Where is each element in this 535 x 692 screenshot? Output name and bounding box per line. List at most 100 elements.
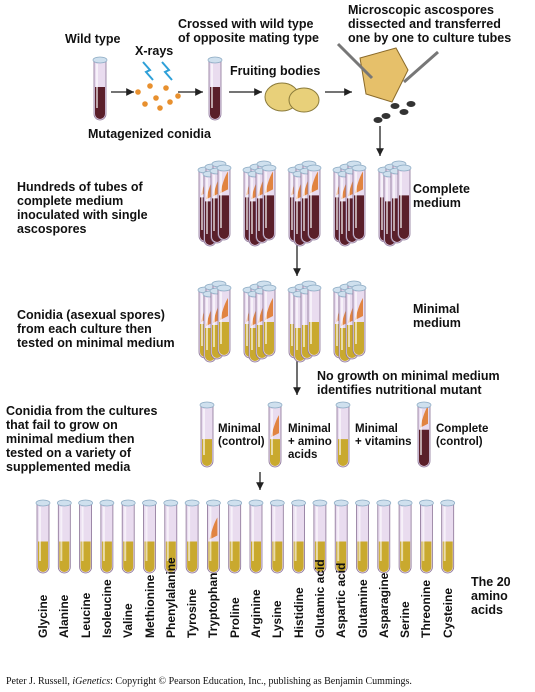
label-conidia-asexual: Conidia (asexual spores) from each cultu… — [17, 308, 175, 350]
label-minimal-medium: Minimal medium — [413, 302, 461, 330]
amino-acid-name: Asparagine — [376, 572, 391, 638]
amino-acid-tube — [312, 499, 328, 574]
label-minimal-amino: Minimal + amino acids — [288, 423, 332, 461]
ascospore — [399, 109, 409, 115]
ascospore — [373, 117, 383, 123]
amino-acid-label: Aspartic acid — [334, 563, 350, 652]
dissecting-needle — [336, 42, 374, 80]
amino-acid-label: Threonine — [419, 579, 435, 652]
amino-acid-tube — [269, 499, 285, 574]
amino-acid-tube — [419, 499, 434, 574]
label-fruiting-bodies: Fruiting bodies — [230, 64, 321, 78]
conidium — [153, 95, 159, 101]
footer-title: iGenetics — [72, 676, 111, 687]
amino-acid-label: Tyrosine — [185, 582, 201, 652]
amino-acid-label: Arginine — [249, 582, 265, 652]
dissecting-needle — [403, 50, 439, 84]
amino-acid-name: Leucine — [78, 592, 93, 638]
flow-arrows — [111, 88, 384, 490]
label-twenty-amino: The 20 amino acids — [471, 575, 511, 617]
label-minimal-control: Minimal (control) — [218, 423, 265, 448]
amino-acid-label: Glycine — [36, 582, 52, 652]
conidium — [147, 83, 153, 89]
minimal-medium-tube — [216, 284, 232, 357]
amino-acid-tube — [56, 499, 72, 574]
amino-acid-name: Isoleucine — [99, 579, 114, 638]
amino-acid-tube — [120, 499, 136, 574]
xray-icon — [161, 61, 173, 81]
footer-author: Peter J. Russell, — [6, 676, 73, 687]
amino-acid-tube — [440, 499, 456, 574]
amino-acid-label: Phenylalanine — [164, 557, 180, 652]
amino-acid-label: Histidine — [292, 582, 308, 652]
label-minimal-vitamins: Minimal + vitamins — [355, 423, 412, 448]
crossed-tube — [207, 56, 223, 121]
amino-acid-tube — [397, 499, 413, 574]
amino-acid-label: Serine — [398, 582, 414, 652]
amino-acid-tube — [184, 499, 200, 574]
conidium — [142, 101, 148, 107]
label-hundreds: Hundreds of tubes of complete medium ino… — [17, 180, 148, 236]
minimal-medium-tube — [261, 284, 277, 357]
ascus-specimen — [359, 47, 409, 103]
ascospore — [381, 113, 391, 119]
amino-acid-tube — [355, 499, 370, 574]
amino-acid-name: Phenylalanine — [163, 557, 178, 638]
minimal-control-tube — [199, 401, 215, 468]
amino-acid-label: Alanine — [57, 582, 73, 652]
complete-medium-tube — [216, 164, 232, 241]
label-wild-type: Wild type — [65, 32, 121, 46]
complete-medium-tube — [396, 164, 412, 241]
amino-acid-tube — [248, 499, 264, 574]
minimal-medium-tube — [306, 284, 322, 357]
amino-acid-name: Arginine — [249, 589, 263, 638]
fruiting-body — [288, 87, 320, 113]
amino-acid-tube — [291, 499, 306, 574]
complete-medium-tube — [351, 164, 367, 241]
conidium — [163, 85, 169, 91]
amino-acid-name: Histidine — [291, 587, 306, 638]
complete-control-tube — [416, 401, 432, 468]
amino-acid-label: Methionine — [143, 575, 159, 652]
amino-acid-tube — [78, 499, 93, 574]
amino-acid-tube — [142, 499, 157, 574]
amino-acid-label: Valine — [121, 582, 137, 652]
label-xrays: X-rays — [135, 44, 174, 58]
xray-icon — [142, 61, 154, 81]
amino-acid-name: Glutamine — [355, 579, 370, 638]
amino-acid-name: Lysine — [270, 600, 285, 638]
wild-type-tube — [92, 56, 108, 121]
amino-acid-tube — [35, 499, 51, 574]
amino-acid-name: Glutamic acid — [312, 559, 327, 638]
amino-acid-label: Tryptophan — [206, 573, 222, 652]
label-complete-medium: Complete medium — [413, 182, 470, 210]
label-microscopic: Microscopic ascospores dissected and tra… — [348, 3, 512, 45]
amino-acid-name: Proline — [227, 597, 242, 638]
amino-acid-tube — [333, 499, 349, 574]
amino-acid-name: Aspartic acid — [334, 562, 349, 638]
amino-acid-tube — [99, 499, 115, 574]
amino-acid-name: Cysteine — [440, 587, 455, 638]
amino-acid-label: Leucine — [79, 582, 95, 652]
footer-copyright: : Copyright © Pearson Education, Inc., p… — [110, 676, 412, 687]
amino-acid-name: Threonine — [419, 579, 434, 638]
amino-acid-tube — [376, 499, 392, 574]
amino-acid-name: Glycine — [36, 594, 50, 638]
amino-acid-tube — [206, 499, 221, 574]
amino-acid-tube — [227, 499, 243, 574]
amino-acid-label: Lysine — [270, 582, 286, 652]
conidium — [135, 89, 141, 95]
minimal-amino-tube — [267, 401, 283, 468]
amino-acid-label: Isoleucine — [99, 579, 116, 652]
minimal-vitamins-tube — [335, 401, 351, 468]
amino-acid-name: Alanine — [57, 594, 72, 638]
amino-acid-name: Valine — [121, 603, 136, 638]
label-complete-control: Complete (control) — [436, 423, 489, 448]
amino-acid-label: Glutamic acid — [313, 559, 329, 652]
copyright-footer: Peter J. Russell, iGenetics: Copyright ©… — [6, 676, 412, 687]
amino-acid-tube — [163, 499, 179, 574]
amino-acid-label: Proline — [228, 582, 244, 652]
amino-acid-name: Methionine — [142, 574, 157, 638]
label-crossed: Crossed with wild type of opposite matin… — [178, 17, 319, 45]
